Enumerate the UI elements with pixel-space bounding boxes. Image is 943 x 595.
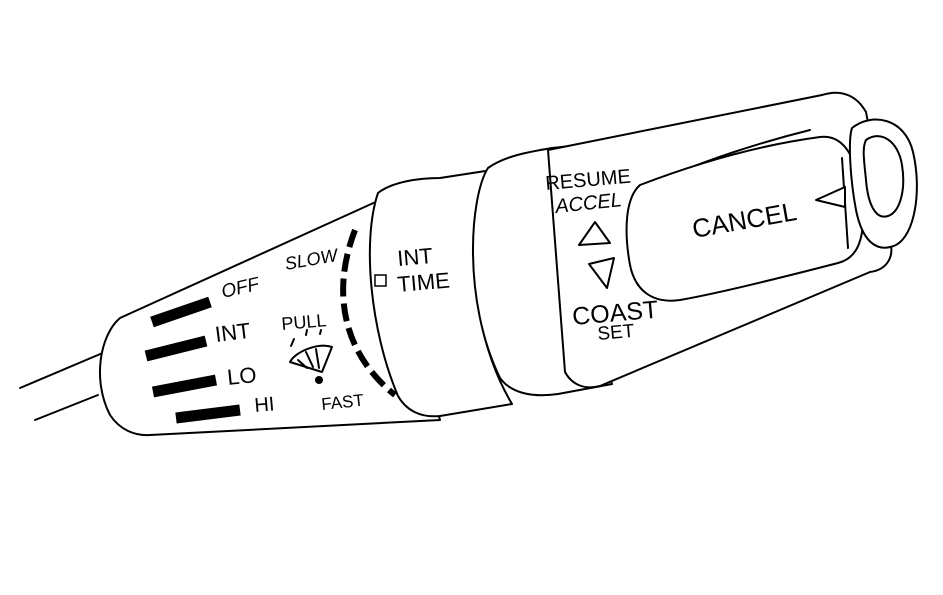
washer-icon-dot [315,376,323,384]
pull-label: PULL [281,310,328,334]
wiper-label-lo: LO [226,362,258,390]
set-label: SET [597,321,636,345]
washer-icon-spray [290,329,322,347]
wiper-label-hi: HI [254,393,276,417]
end-cap-inner [862,135,905,218]
stripe-hi [175,404,241,424]
accel-up-triangle-icon [578,221,611,246]
int-time-label-int: INT [396,243,433,271]
stripe-off [150,296,212,328]
coast-down-triangle-icon [588,257,615,289]
int-time-label-time: TIME [396,267,451,296]
wiper-body [99,199,441,437]
shaft-line-bottom [34,394,99,421]
int-time-ring[interactable] [368,169,513,418]
int-time-square-icon [374,274,387,287]
wiper-stripes [144,296,241,424]
stripe-int [144,335,208,362]
cancel-panel[interactable] [625,135,864,302]
fast-label: FAST [320,391,364,414]
stripe-lo [151,374,218,398]
wiper-label-int: INT [214,318,252,347]
shaft-line-top [19,351,106,389]
washer-icon [289,329,333,384]
washer-icon-wipe-lines [297,348,320,369]
washer-icon-shape [289,344,333,373]
cancel-left-triangle-icon [815,186,846,208]
speed-scale-dashes [340,228,397,398]
